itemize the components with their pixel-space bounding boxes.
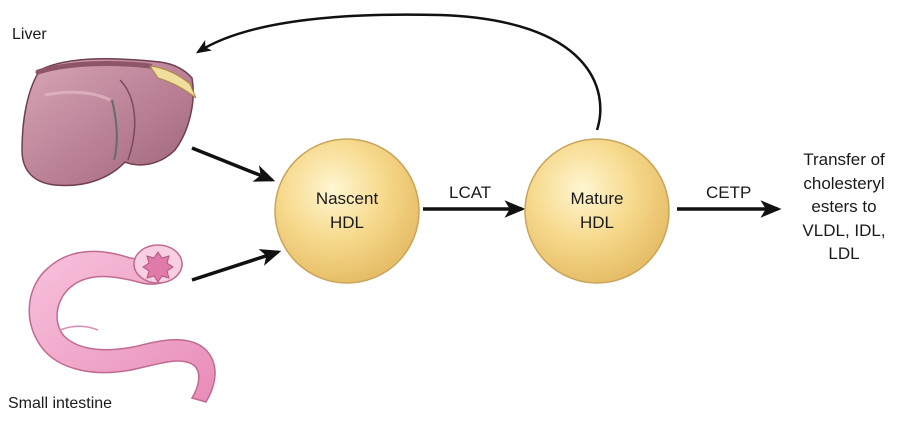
- cetp-label: CETP: [706, 183, 752, 202]
- nascent-hdl-line-1: Nascent: [315, 189, 379, 208]
- nascent-hdl-line-2: HDL: [329, 213, 364, 232]
- nascent-hdl-node: [274, 138, 420, 284]
- liver-label: Liver: [12, 26, 47, 43]
- small-intestine-label: Small intestine: [8, 395, 113, 412]
- destination-line-1: Transfer of: [803, 150, 885, 169]
- destination-line-5: LDL: [828, 244, 860, 263]
- mature-hdl-line-1: Mature: [570, 189, 624, 208]
- mature-to-liver-arrow: [195, 13, 602, 131]
- destination-line-3: esters to: [811, 197, 877, 216]
- intestine-to-nascent-arrow: [191, 249, 282, 282]
- mature-hdl-node: [524, 138, 670, 284]
- destination-line-2: cholesteryl: [803, 173, 885, 193]
- liver-to-nascent-arrow: [191, 146, 276, 182]
- intestine-illustration: [28, 244, 216, 403]
- liver-illustration: [21, 58, 197, 187]
- destination-line-4: VLDL, IDL,: [802, 220, 886, 240]
- nascent-hdl-label: Nascent HDL: [287, 187, 407, 235]
- mature-hdl-label: Mature HDL: [537, 187, 657, 235]
- lcat-label: LCAT: [449, 183, 492, 202]
- destination-text: Transfer of cholesteryl esters to VLDL, …: [790, 148, 898, 266]
- mature-hdl-line-2: HDL: [579, 213, 614, 232]
